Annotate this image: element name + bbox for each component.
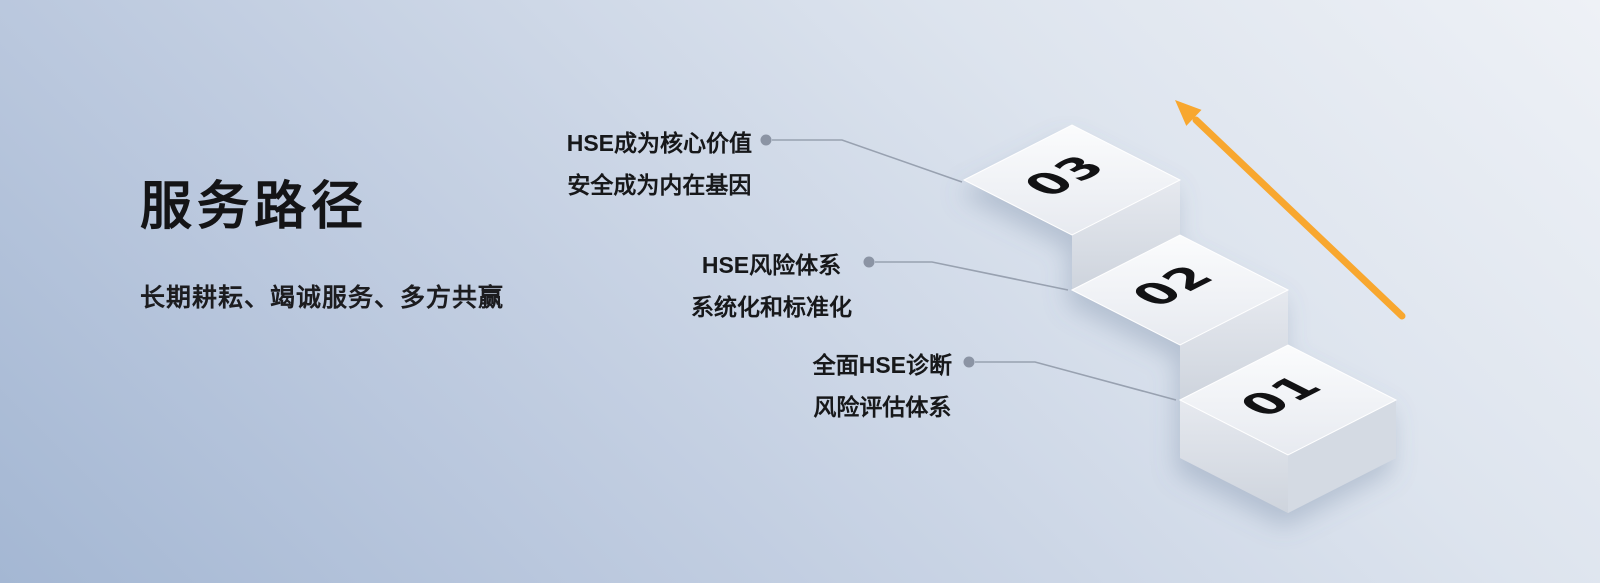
step-03-top-face <box>962 124 1182 236</box>
page-subtitle: 长期耕耘、竭诚服务、多方共赢 <box>140 283 505 312</box>
step-02-callout: HSE风险体系 系统化和标准化 <box>691 244 852 328</box>
connector-line-03 <box>772 139 963 183</box>
step-03-riser-face <box>1072 180 1180 290</box>
connector-line-02 <box>875 261 1069 291</box>
step-01-left-face <box>1180 400 1288 513</box>
step-03-callout-line2: 安全成为内在基因 <box>567 172 752 198</box>
step-02-riser-face <box>1180 290 1288 400</box>
step-03-callout-line1: HSE成为核心价值 <box>566 130 752 156</box>
step-01-callout-line1: 全面HSE诊断 <box>812 352 952 378</box>
staircase <box>962 124 1398 513</box>
step-01-callout: 全面HSE诊断 风险评估体系 <box>813 344 952 428</box>
step-03-callout: HSE成为核心价值 安全成为内在基因 <box>567 122 752 206</box>
step-01-callout-line2: 风险评估体系 <box>813 394 952 420</box>
page-title: 服务路径 <box>140 178 369 236</box>
callout-connectors <box>760 134 1177 401</box>
step-02-callout-line1: HSE风险体系 <box>701 252 842 278</box>
connector-line-01 <box>975 361 1177 401</box>
step-01-top-face <box>1178 344 1398 456</box>
connector-dot-02 <box>863 256 875 268</box>
connector-dot-03 <box>760 134 772 146</box>
step-01-right-face <box>1288 400 1396 513</box>
step-02-top-face <box>1070 234 1290 346</box>
growth-arrow-icon <box>1175 100 1406 320</box>
connector-dot-01 <box>963 356 975 368</box>
intro-block: 服务路径 长期耕耘、竭诚服务、多方共赢 <box>140 178 504 314</box>
step-02-callout-line2: 系统化和标准化 <box>691 294 852 320</box>
